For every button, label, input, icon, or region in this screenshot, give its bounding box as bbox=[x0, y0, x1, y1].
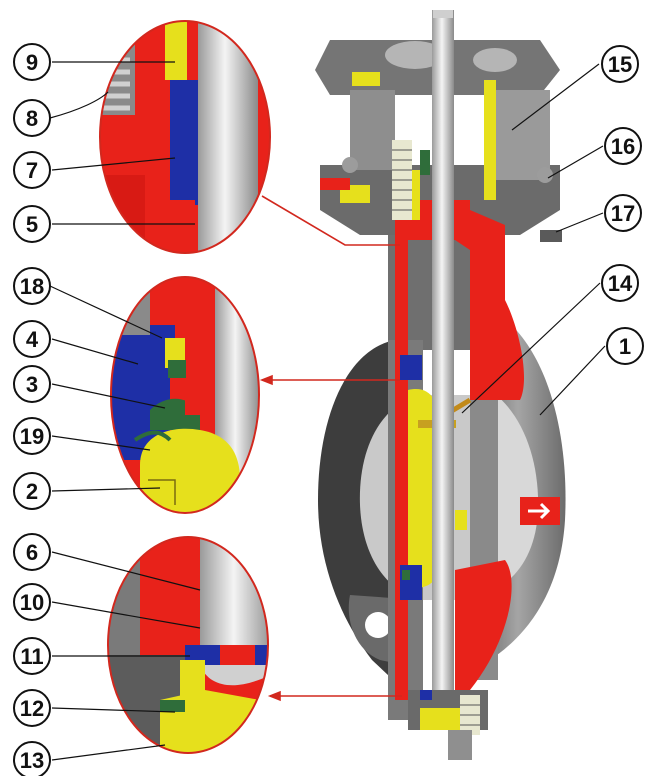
callout-1: 1 bbox=[606, 327, 644, 365]
callout-circle bbox=[13, 365, 51, 403]
callout-number: 17 bbox=[611, 201, 635, 226]
upper-bushing bbox=[400, 355, 422, 380]
callout-number: 9 bbox=[26, 50, 38, 75]
callout-number: 11 bbox=[20, 644, 43, 669]
callout-8: 8 bbox=[13, 99, 51, 137]
callout-3: 3 bbox=[13, 365, 51, 403]
callout-circle bbox=[13, 637, 51, 675]
callout-circle bbox=[13, 43, 51, 81]
callout-circle bbox=[601, 45, 639, 83]
callout-labels: 9 8 7 5 18 4 3 19 2 6 10 11 12 13 15 16 17 14 1 bbox=[13, 43, 644, 776]
callout-circle bbox=[13, 417, 51, 455]
callout-circle bbox=[601, 264, 639, 302]
callout-number: 16 bbox=[611, 134, 635, 159]
valve-body bbox=[315, 10, 566, 760]
callout-18: 18 bbox=[13, 267, 51, 305]
callout-circle bbox=[13, 583, 51, 621]
callout-6: 6 bbox=[13, 533, 51, 571]
callout-circle bbox=[13, 533, 51, 571]
callout-number: 8 bbox=[26, 106, 38, 131]
leader-top-detail bbox=[261, 195, 400, 246]
callout-number: 4 bbox=[26, 327, 39, 352]
callout-leaders bbox=[49, 61, 606, 761]
callout-circle bbox=[13, 267, 51, 305]
callout-circle bbox=[604, 194, 642, 232]
callout-circle bbox=[13, 741, 51, 776]
callout-16: 16 bbox=[604, 127, 642, 165]
callout-number: 7 bbox=[26, 158, 38, 183]
callout-circle bbox=[13, 320, 51, 358]
callout-11: 11 bbox=[13, 637, 51, 675]
valve-stem bbox=[432, 10, 454, 730]
callout-13: 13 bbox=[13, 741, 51, 776]
callout-10: 10 bbox=[13, 583, 51, 621]
callout-circle bbox=[13, 99, 51, 137]
callout-circle bbox=[13, 689, 51, 727]
callout-number: 14 bbox=[608, 271, 633, 296]
callout-number: 18 bbox=[20, 274, 44, 299]
callout-19: 19 bbox=[13, 417, 51, 455]
detail-leaders bbox=[259, 195, 402, 702]
detail-bubble-top bbox=[99, 20, 271, 254]
callout-circle bbox=[13, 205, 51, 243]
callout-number: 3 bbox=[26, 372, 38, 397]
callout-circle bbox=[604, 127, 642, 165]
callout-circle bbox=[606, 327, 644, 365]
callout-14: 14 bbox=[601, 264, 639, 302]
callout-number: 10 bbox=[20, 590, 44, 615]
callout-7: 7 bbox=[13, 151, 51, 189]
detail-bubble-bottom bbox=[107, 536, 269, 754]
bracket-yellow-left bbox=[352, 72, 380, 86]
callout-number: 15 bbox=[608, 52, 632, 77]
callout-circle bbox=[13, 151, 51, 189]
callout-number: 6 bbox=[26, 540, 38, 565]
callout-5: 5 bbox=[13, 205, 51, 243]
callout-number: 19 bbox=[20, 424, 44, 449]
callout-17: 17 bbox=[604, 194, 642, 232]
callout-4: 4 bbox=[13, 320, 51, 358]
callout-circle bbox=[13, 472, 51, 510]
callout-number: 2 bbox=[26, 479, 38, 504]
bracket-yellow-right bbox=[484, 80, 496, 200]
callout-15: 15 bbox=[601, 45, 639, 83]
callout-12: 12 bbox=[13, 689, 51, 727]
callout-2: 2 bbox=[13, 472, 51, 510]
callout-number: 1 bbox=[619, 334, 631, 359]
callout-number: 13 bbox=[20, 748, 44, 773]
callout-number: 5 bbox=[26, 212, 38, 237]
detail-bubble-middle bbox=[110, 276, 260, 514]
callout-9: 9 bbox=[13, 43, 51, 81]
callout-number: 12 bbox=[20, 696, 44, 721]
